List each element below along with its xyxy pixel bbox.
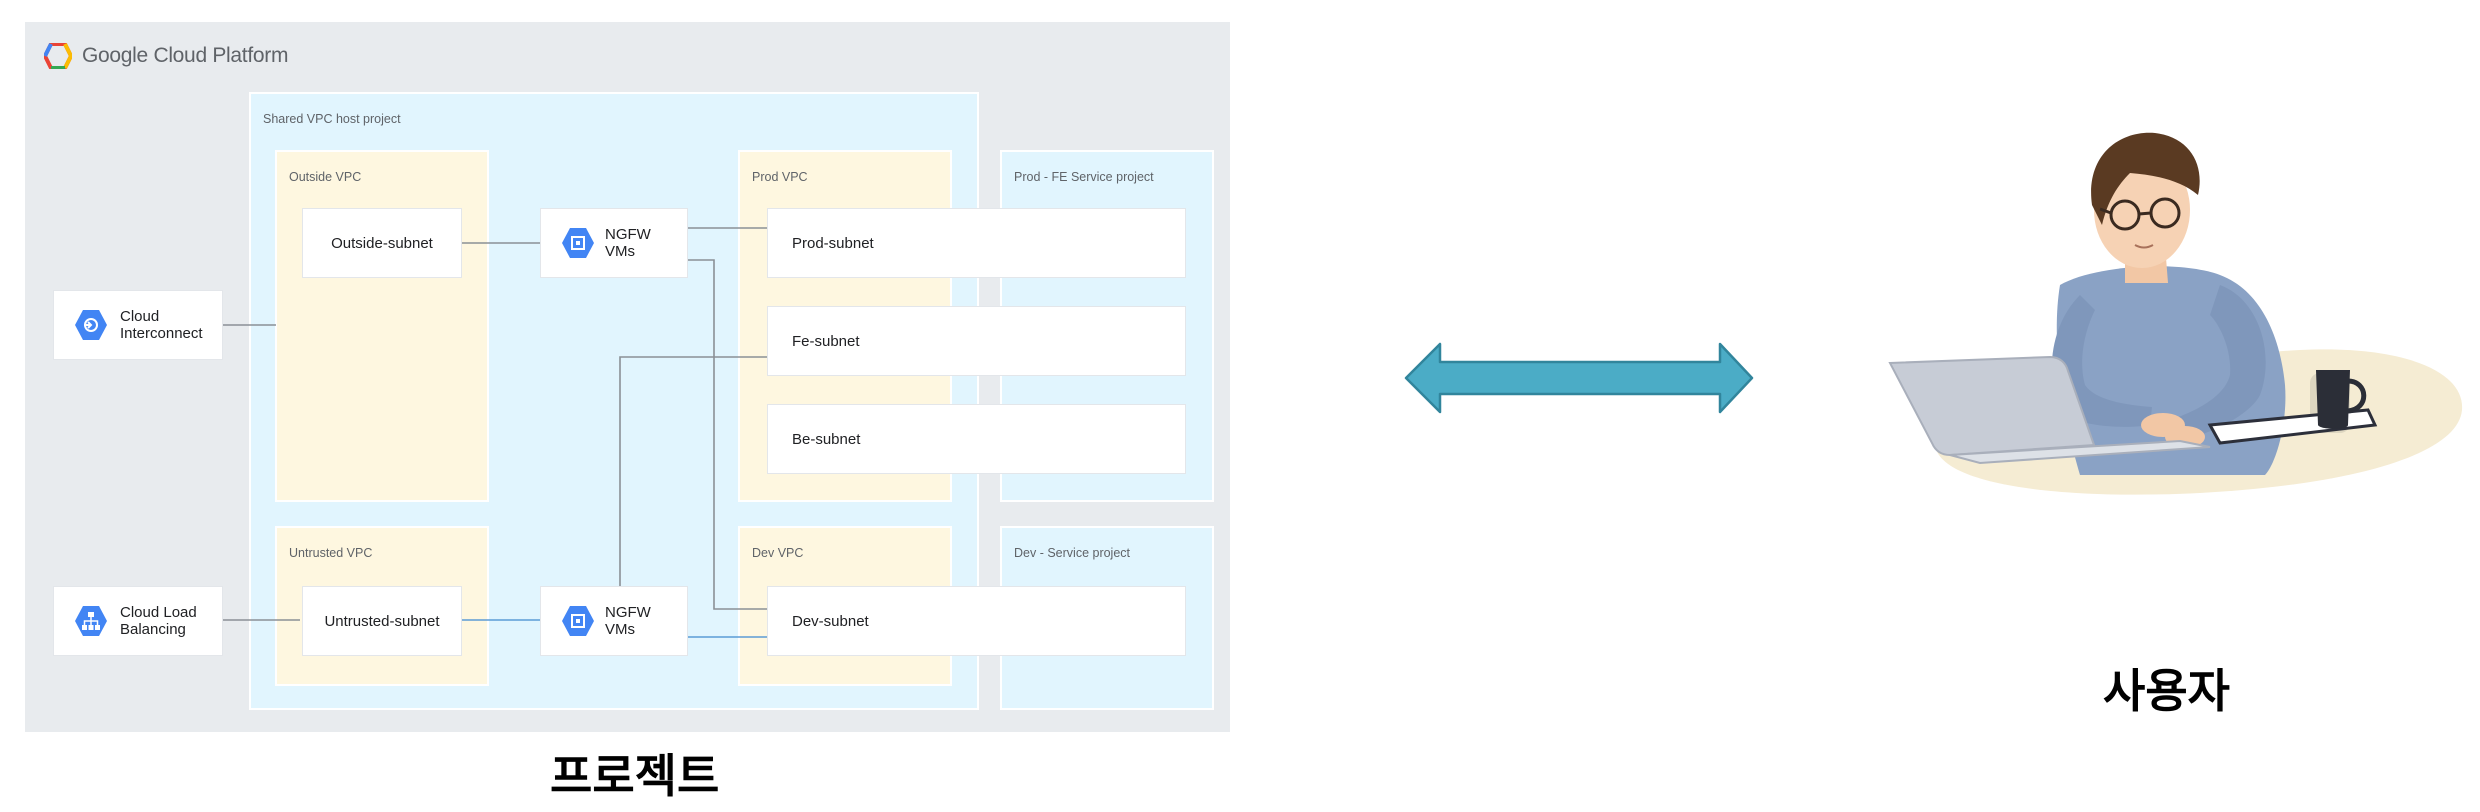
cloud-interconnect-line-2: Interconnect: [120, 325, 203, 342]
gcp-logo-text: Google Cloud Platform: [82, 44, 289, 67]
ngfw-vms-bottom-card[interactable]: NGFW VMs: [540, 586, 688, 656]
be-subnet-card[interactable]: Be-subnet: [767, 404, 1186, 474]
laptop-base: [1949, 439, 2211, 465]
mug-body: [2316, 370, 2350, 429]
untrusted-subnet-label: Untrusted-subnet: [324, 612, 440, 630]
cloud-load-balancing-line-1: Cloud Load: [120, 604, 197, 621]
prod-subnet-label: Prod-subnet: [792, 234, 874, 252]
project-caption: 프로젝트: [550, 749, 720, 803]
ngfw-bottom-line-2: VMs: [605, 621, 635, 638]
compute-engine-icon: [562, 606, 594, 636]
ngfw-vms-top-label: NGFW VMs: [605, 226, 651, 260]
load-balancing-icon: [75, 606, 107, 636]
prod-vpc-label: Prod VPC: [752, 170, 808, 184]
cloud-interconnect-label: Cloud Interconnect: [120, 308, 203, 342]
dev-subnet-label: Dev-subnet: [792, 612, 869, 630]
laptop-lid: [1888, 355, 2096, 457]
ngfw-bottom-to-fe-wire: [619, 356, 768, 590]
network-connectors: [222, 227, 768, 638]
outside-subnet-label: Outside-subnet: [331, 234, 433, 252]
fe-subnet-label: Fe-subnet: [792, 332, 860, 350]
gcp-logo: Google Cloud Platform: [44, 40, 288, 72]
person-at-laptop-illustration: [1888, 132, 2463, 495]
cloud-load-balancing-label: Cloud Load Balancing: [120, 604, 197, 638]
dev-subnet-card[interactable]: Dev-subnet: [767, 586, 1186, 656]
ngfw-top-line-2: VMs: [605, 243, 635, 260]
ngfw-top-line-1: NGFW: [605, 226, 651, 243]
user-caption: 사용자: [2103, 664, 2230, 718]
ngfw-vms-top-card[interactable]: NGFW VMs: [540, 208, 688, 278]
mouth: [2134, 244, 2154, 249]
be-subnet-label: Be-subnet: [792, 430, 861, 448]
mug-handle: [2347, 378, 2367, 414]
untrusted-vpc-label: Untrusted VPC: [289, 546, 373, 560]
prod-subnet-card[interactable]: Prod-subnet: [767, 208, 1186, 278]
untrusted-subnet-card[interactable]: Untrusted-subnet: [302, 586, 462, 656]
outside-vpc-label: Outside VPC: [289, 170, 362, 184]
cloud-interconnect-line-1: Cloud: [120, 308, 160, 325]
compute-engine-icon: [562, 228, 594, 258]
prod-service-label: Prod - FE Service project: [1014, 170, 1154, 184]
dev-vpc-label: Dev VPC: [752, 546, 804, 560]
fe-subnet-card[interactable]: Fe-subnet: [767, 306, 1186, 376]
cloud-load-balancing-line-2: Balancing: [120, 621, 186, 638]
right-arm: [2170, 285, 2266, 440]
outside-subnet-card[interactable]: Outside-subnet: [302, 208, 462, 278]
dev-service-label: Dev - Service project: [1014, 546, 1131, 560]
gcp-hexagon-logo-icon: [44, 43, 72, 69]
cloud-interconnect-icon: [75, 310, 107, 340]
hair: [2091, 132, 2200, 225]
shared-vpc-label: Shared VPC host project: [263, 112, 401, 126]
ngfw-vms-bottom-label: NGFW VMs: [605, 604, 651, 638]
double-headed-arrow-icon: [1404, 342, 1754, 414]
glasses-icon: [2099, 197, 2181, 231]
ngfw-to-dev-wire: [688, 259, 768, 610]
cloud-interconnect-card[interactable]: Cloud Interconnect: [53, 290, 223, 360]
ngfw-bottom-line-1: NGFW: [605, 604, 651, 621]
cloud-load-balancing-card[interactable]: Cloud Load Balancing: [53, 586, 223, 656]
